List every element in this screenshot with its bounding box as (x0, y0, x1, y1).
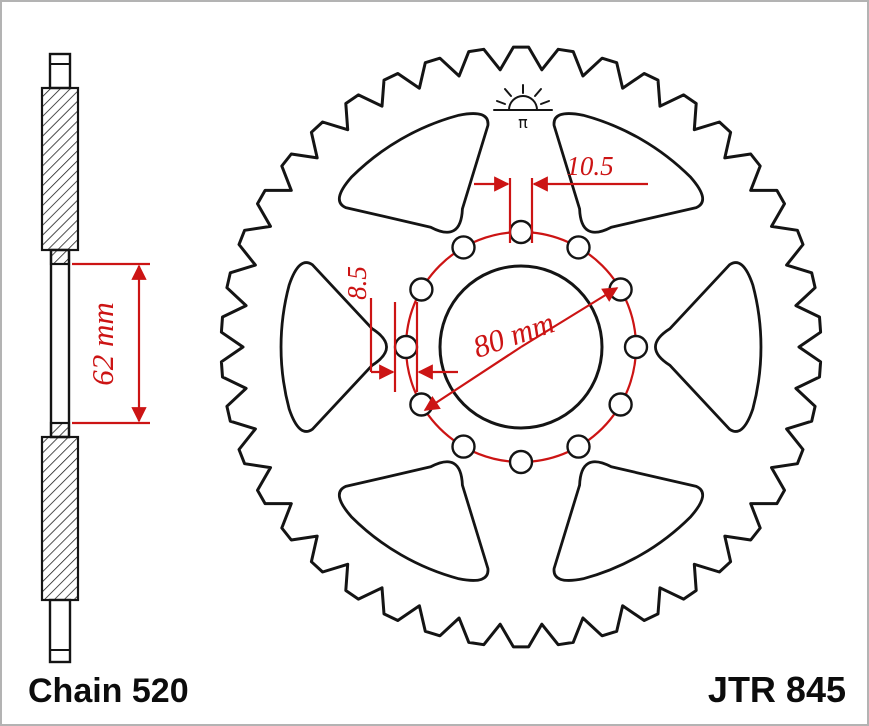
side-section-view (40, 52, 80, 664)
bolt-hole (409, 277, 434, 302)
bolt-hole (451, 434, 476, 459)
dimension-side-hole: 8.5 (342, 266, 458, 392)
side-lower-hatched-block (40, 435, 80, 602)
bolt-hole (566, 434, 591, 459)
side-lower-flange (49, 421, 71, 439)
bolt-hole (508, 219, 534, 245)
side-upper-flange (49, 248, 71, 266)
dimension-label-62mm: 62 mm (85, 302, 120, 386)
bolt-hole (566, 235, 591, 260)
side-upper-hatched-block (40, 86, 80, 252)
bolt-hole (393, 334, 419, 360)
lightening-cutouts (279, 112, 763, 582)
dimension-hub-height: 62 mm (72, 262, 150, 425)
side-hub-column (49, 248, 71, 439)
logo-glyph: π (518, 113, 528, 132)
bolt-hole (508, 449, 534, 475)
bolt-hole-pattern (393, 219, 649, 475)
side-bottom-stub (48, 598, 72, 664)
bolt-hole (623, 334, 649, 360)
side-top-stub (48, 52, 72, 90)
model-number-label: JTR 845 (708, 669, 846, 710)
diameter-line-lower (423, 346, 522, 411)
diameter-line-upper (520, 287, 619, 348)
dimension-label-8-5: 8.5 (342, 266, 372, 300)
dimension-top-hole: 10.5 (474, 151, 648, 243)
dimension-label-10-5: 10.5 (566, 151, 613, 181)
jt-sun-logo-icon: π (493, 84, 553, 132)
bolt-hole (608, 392, 633, 417)
bolt-hole (409, 392, 434, 417)
bolt-hole (451, 235, 476, 260)
chain-size-label: Chain 520 (28, 672, 189, 710)
